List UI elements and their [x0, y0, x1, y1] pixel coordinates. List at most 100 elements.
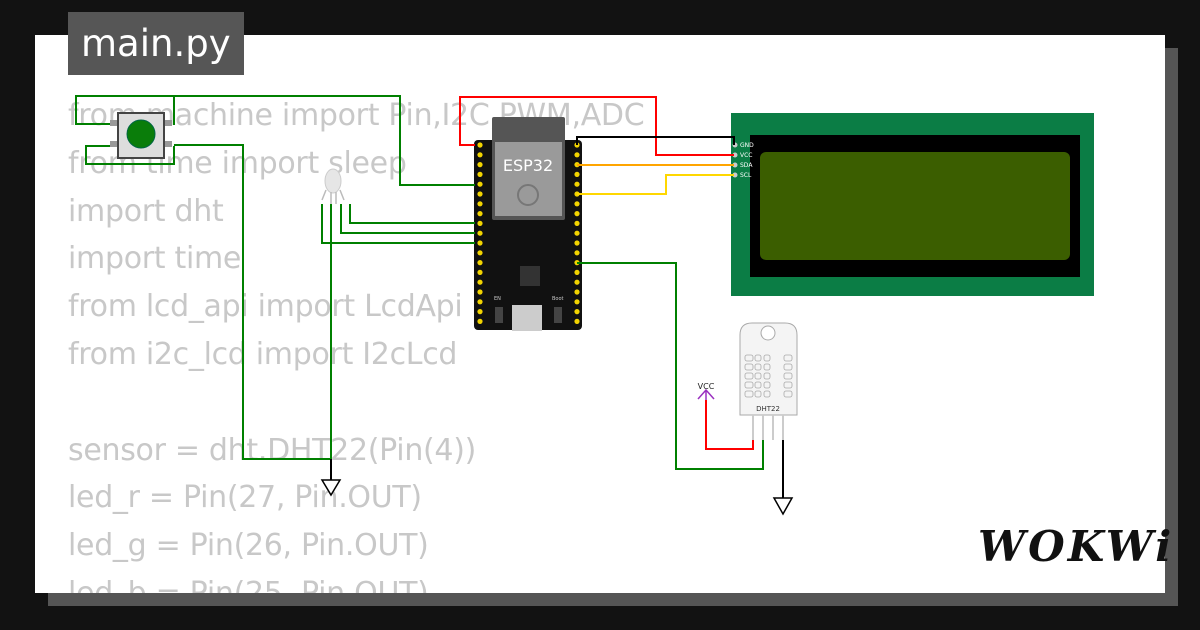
- wire-led-g: [340, 204, 475, 234]
- code-line: import time: [68, 241, 242, 277]
- wire-vcc-lcd: [459, 96, 734, 156]
- esp32-pin: [574, 309, 580, 315]
- dht-vent: [763, 390, 771, 398]
- dht-vent: [783, 363, 793, 371]
- dht-label: DHT22: [756, 405, 780, 413]
- vcc-symbol: VCC: [697, 382, 715, 400]
- code-line: sensor = dht.DHT22(Pin(4)): [68, 432, 477, 468]
- esp32-pin: [574, 240, 580, 246]
- dht-vent: [783, 372, 793, 380]
- en-button[interactable]: [495, 307, 503, 323]
- dht-vent: [754, 354, 762, 362]
- wire-led-r: [349, 204, 475, 224]
- esp32-pin: [574, 230, 580, 236]
- wifi-logo-icon: [517, 184, 539, 206]
- dht22-sensor[interactable]: DHT22: [739, 322, 798, 440]
- dht-vent: [744, 390, 754, 398]
- esp32-pin: [477, 279, 483, 285]
- code-line: ​: [68, 379, 644, 427]
- ground-icon: [320, 479, 342, 497]
- esp32-pin: [477, 220, 483, 226]
- esp32-pin: [574, 201, 580, 207]
- dht-vent: [744, 372, 754, 380]
- dht-vent: [754, 390, 762, 398]
- esp32-pin: [477, 309, 483, 315]
- esp32-pin: [574, 152, 580, 158]
- code-line: led_b = Pin(25, Pin.OUT): [68, 570, 644, 593]
- esp32-board[interactable]: ESP32 EN Boot: [474, 117, 582, 331]
- wire-gnd-lcd: [576, 136, 735, 145]
- esp32-pin: [477, 201, 483, 207]
- esp32-label: ESP32: [503, 156, 553, 175]
- rgb-led[interactable]: [321, 168, 345, 204]
- dht-vent: [783, 390, 793, 398]
- dht-vent: [754, 381, 762, 389]
- esp32-pin: [477, 318, 483, 324]
- esp32-pin: [477, 181, 483, 187]
- wokwi-logo: WOKWi: [978, 522, 1175, 571]
- code-line: from lcd_api import LcdApi: [68, 289, 463, 325]
- dht-vent: [754, 363, 762, 371]
- dht-vent: [763, 372, 771, 380]
- code-listing: from machine import Pin,I2C,PWM,ADC from …: [68, 92, 645, 593]
- vcc-label: VCC: [698, 382, 715, 391]
- esp32-pin: [574, 250, 580, 256]
- ground-icon: [772, 497, 794, 516]
- wires: [75, 95, 784, 498]
- esp32-pin: [574, 211, 580, 217]
- wire-button-loop: [75, 95, 175, 125]
- dht-vent: [744, 354, 754, 362]
- dht-vent: [763, 363, 771, 371]
- esp32-pin: [574, 289, 580, 295]
- esp32-pin: [477, 260, 483, 266]
- vcc-arrow-icon: [697, 388, 715, 400]
- esp32-pin: [574, 279, 580, 285]
- code-line: led_g = Pin(26, Pin.OUT): [68, 528, 429, 564]
- dht-vent: [744, 381, 754, 389]
- esp32-pin: [477, 289, 483, 295]
- esp32-pin: [574, 269, 580, 275]
- esp32-pin: [477, 142, 483, 148]
- wire-dht-data: [577, 262, 764, 470]
- lcd-pin-label: GND: [740, 142, 754, 149]
- wire-scl: [577, 174, 734, 195]
- esp32-pin: [477, 171, 483, 177]
- lcd-pin-label: SDA: [740, 162, 753, 169]
- esp32-pin: [574, 181, 580, 187]
- esp32-pin: [574, 318, 580, 324]
- esp32-pin: [574, 171, 580, 177]
- push-button[interactable]: [110, 112, 172, 159]
- dht-vent: [763, 354, 771, 362]
- esp32-pin: [477, 162, 483, 168]
- wire-button-gnd: [174, 144, 331, 460]
- dht-vent: [763, 381, 771, 389]
- code-line: from machine import Pin,I2C,PWM,ADC: [68, 98, 645, 133]
- filename-tab: main.py: [68, 12, 244, 75]
- esp32-pins: [477, 142, 580, 324]
- dht-vent: [744, 363, 754, 371]
- boot-button[interactable]: [554, 307, 562, 323]
- code-line: led_r = Pin(27, Pin.OUT): [68, 480, 422, 516]
- code-line: import dht: [68, 193, 224, 229]
- wire-led-b: [321, 204, 475, 244]
- boot-label: Boot: [552, 296, 564, 302]
- dht-vent: [783, 381, 793, 389]
- esp32-pin: [477, 211, 483, 217]
- wire-button-gpio: [174, 95, 475, 186]
- esp32-pin: [477, 250, 483, 256]
- esp32-pin: [574, 220, 580, 226]
- lcd-pin-label: VCC: [740, 152, 752, 159]
- en-label: EN: [494, 296, 501, 302]
- wire-dht-vcc: [705, 400, 754, 450]
- esp32-pin: [477, 230, 483, 236]
- esp32-pin: [477, 299, 483, 305]
- esp32-pin: [477, 269, 483, 275]
- lcd-pin-label: SCL: [740, 172, 752, 179]
- esp32-pin: [574, 299, 580, 305]
- wire-button-loop2: [85, 145, 175, 165]
- usb-port: [512, 305, 542, 331]
- lcd-display[interactable]: GND VCC SDA SCL: [731, 113, 1094, 296]
- dht-vent: [754, 372, 762, 380]
- esp32-pin: [477, 191, 483, 197]
